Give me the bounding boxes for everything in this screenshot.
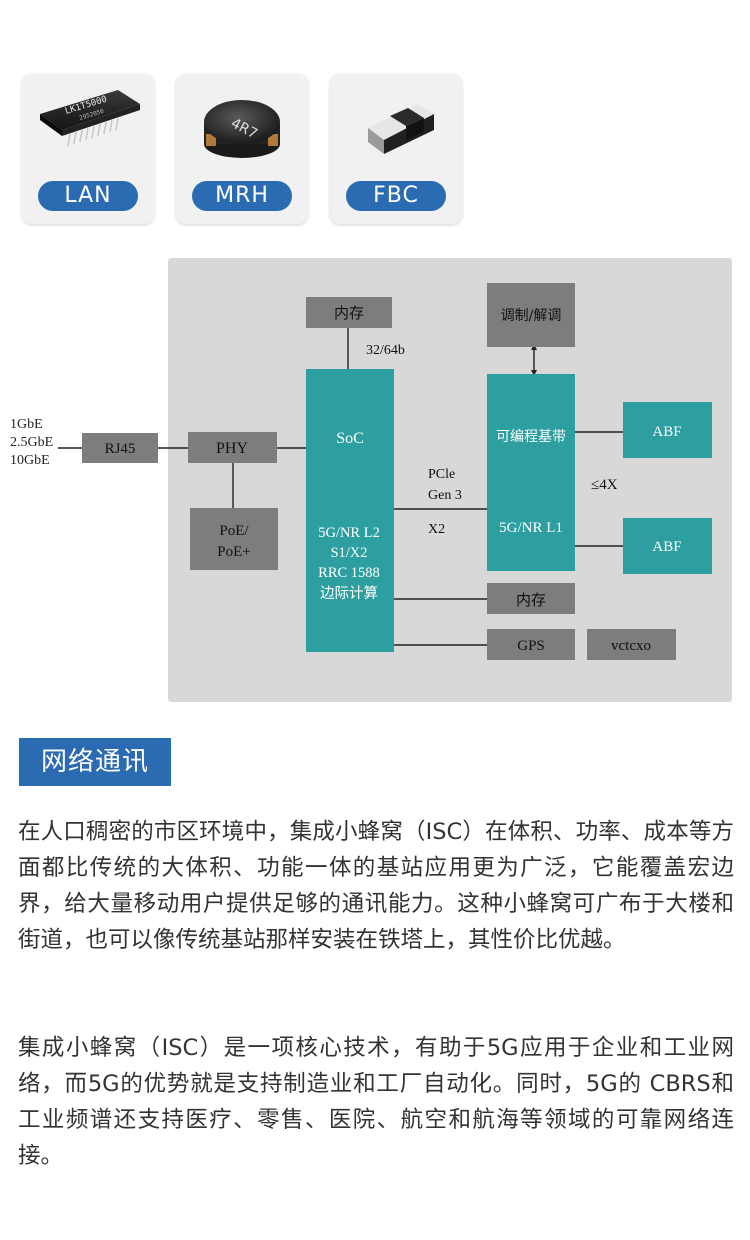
gps-block	[487, 629, 575, 660]
memory-bottom-block	[487, 583, 575, 614]
power-inductor-icon: 4R7	[204, 100, 280, 158]
product-card-fbc[interactable]: FBC	[330, 74, 462, 224]
soc-line: 5G/NR L2	[318, 525, 380, 541]
poe-label: PoE+	[217, 544, 250, 560]
abf-block-bottom	[623, 518, 712, 574]
abf-label: ABF	[652, 424, 681, 440]
rj45-block	[82, 433, 158, 463]
product-card-mrh[interactable]: 4R7 MRH	[176, 74, 308, 224]
rj45-label: RJ45	[105, 441, 136, 457]
product-card-lan[interactable]: LK1T5000 2952050 LAN	[22, 74, 154, 224]
memory-top-block	[306, 297, 392, 328]
eth-speed-label: 2.5GbE	[10, 435, 53, 450]
eth-speed-label: 10GbE	[10, 453, 50, 468]
soc-line: S1/X2	[330, 545, 367, 561]
modem-label: 调制/解调	[501, 308, 562, 324]
phy-label: PHY	[216, 440, 248, 457]
poe-block	[190, 508, 278, 570]
soc-line: 边际计算	[320, 585, 378, 602]
product-label-fbc: FBC	[346, 181, 446, 211]
connection-lines	[58, 328, 623, 646]
pcie-label: Gen 3	[428, 488, 462, 503]
body-paragraph-1: 在人口稠密的市区环境中，集成小蜂窝（ISC）在体积、功率、成本等方面都比传统的大…	[18, 819, 734, 953]
pcie-label: PCle	[428, 467, 455, 482]
lan-transformer-icon: LK1T5000 2952050	[40, 90, 140, 147]
baseband-block	[487, 374, 575, 571]
soc-title: SoC	[336, 430, 364, 447]
abf-block-top	[623, 402, 712, 458]
gps-label: GPS	[517, 638, 545, 654]
poe-label: PoE/	[219, 523, 249, 539]
abf-label: ABF	[652, 539, 681, 555]
baseband-sub: 5G/NR L1	[499, 520, 563, 536]
vctcxo-block	[587, 629, 676, 660]
product-label-mrh: MRH	[192, 181, 292, 211]
baseband-title: 可编程基带	[496, 428, 566, 445]
ferrite-bead-chip-icon	[368, 104, 434, 154]
block-diagram: 1GbE 2.5GbE 10GbE RJ45 PHY PoE/ PoE+ 内存 …	[10, 258, 732, 702]
multiplier-label: ≤4X	[591, 477, 618, 493]
x2-label: X2	[428, 522, 445, 537]
memory-bottom-label: 内存	[516, 591, 546, 609]
phy-block	[188, 432, 277, 463]
soc-line: RRC 1588	[318, 565, 380, 581]
modem-block	[487, 283, 575, 347]
memory-top-label: 内存	[334, 304, 364, 322]
product-label-lan: LAN	[38, 181, 138, 211]
bus-width-label: 32/64b	[366, 343, 405, 358]
arrow-down	[531, 370, 537, 376]
body-paragraph-2: 集成小蜂窝（ISC）是一项核心技术，有助于5G应用于企业和工业网络，而5G的优势…	[18, 1035, 734, 1169]
vctcxo-label: vctcxo	[611, 638, 651, 654]
eth-speed-label: 1GbE	[10, 417, 43, 432]
section-heading: 网络通讯	[19, 738, 171, 786]
soc-block	[306, 369, 394, 652]
